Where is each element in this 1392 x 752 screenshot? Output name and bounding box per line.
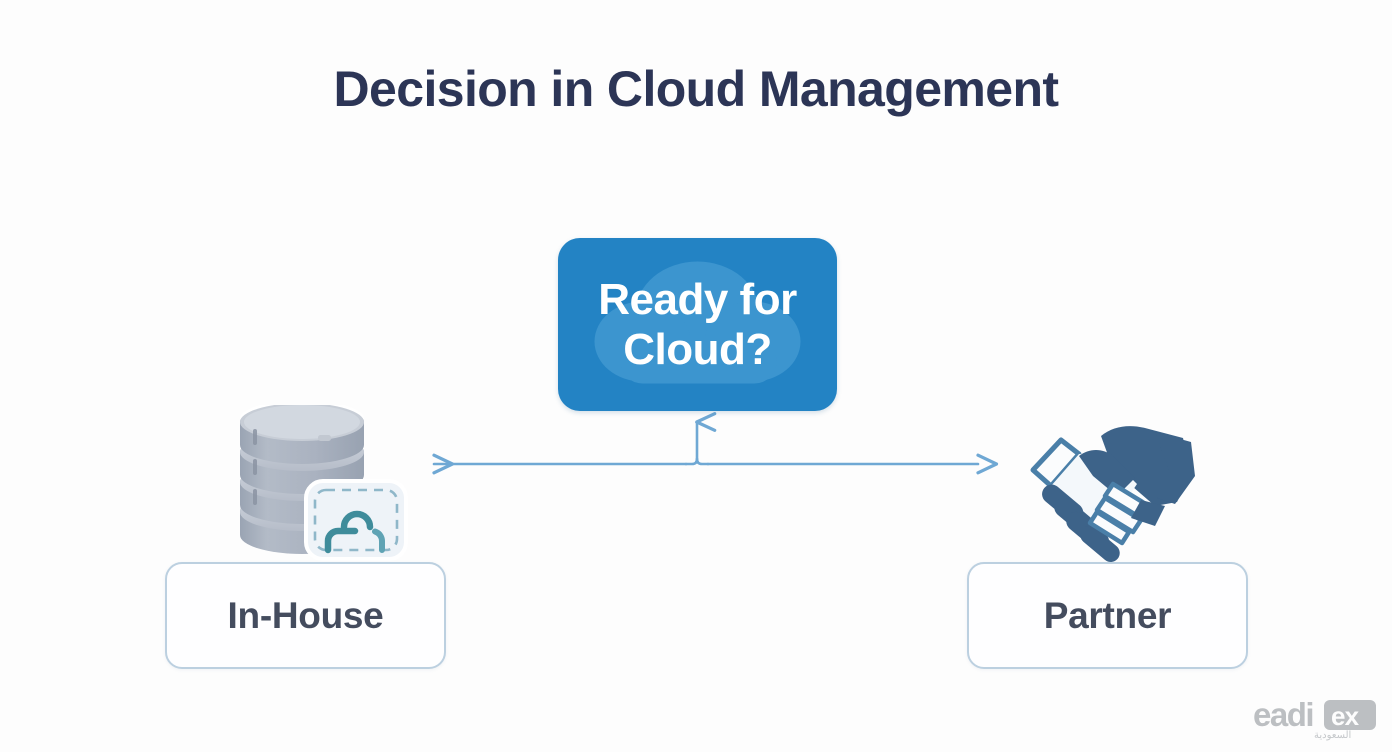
page-title: Decision in Cloud Management (333, 61, 1060, 117)
logo-badge-shape (1324, 700, 1376, 730)
branch-label-in-house: In-House (227, 594, 384, 636)
logo-badge-text: ex (1331, 701, 1360, 731)
database-icon (240, 400, 408, 561)
decision-node-label: Ready for Cloud? (558, 238, 837, 411)
branch-label-partner: Partner (1043, 594, 1172, 636)
decision-node[interactable]: Ready for Cloud? (558, 238, 837, 411)
logo-subtext: السعودية (1314, 730, 1351, 741)
decision-label-line-1: Ready for (598, 275, 797, 325)
database-with-user-card-icon (222, 400, 412, 563)
decision-label-line-2: Cloud? (623, 324, 772, 374)
handshake-icon (1005, 414, 1205, 562)
branch-option-in-house[interactable]: In-House (165, 562, 446, 669)
logo-primary-text: eadi (1253, 696, 1313, 733)
handshake-glyph (1030, 426, 1195, 562)
user-card-icon (304, 479, 408, 561)
branch-option-partner[interactable]: Partner (967, 562, 1248, 669)
brand-logo: eadi ex السعودية (1253, 696, 1376, 741)
